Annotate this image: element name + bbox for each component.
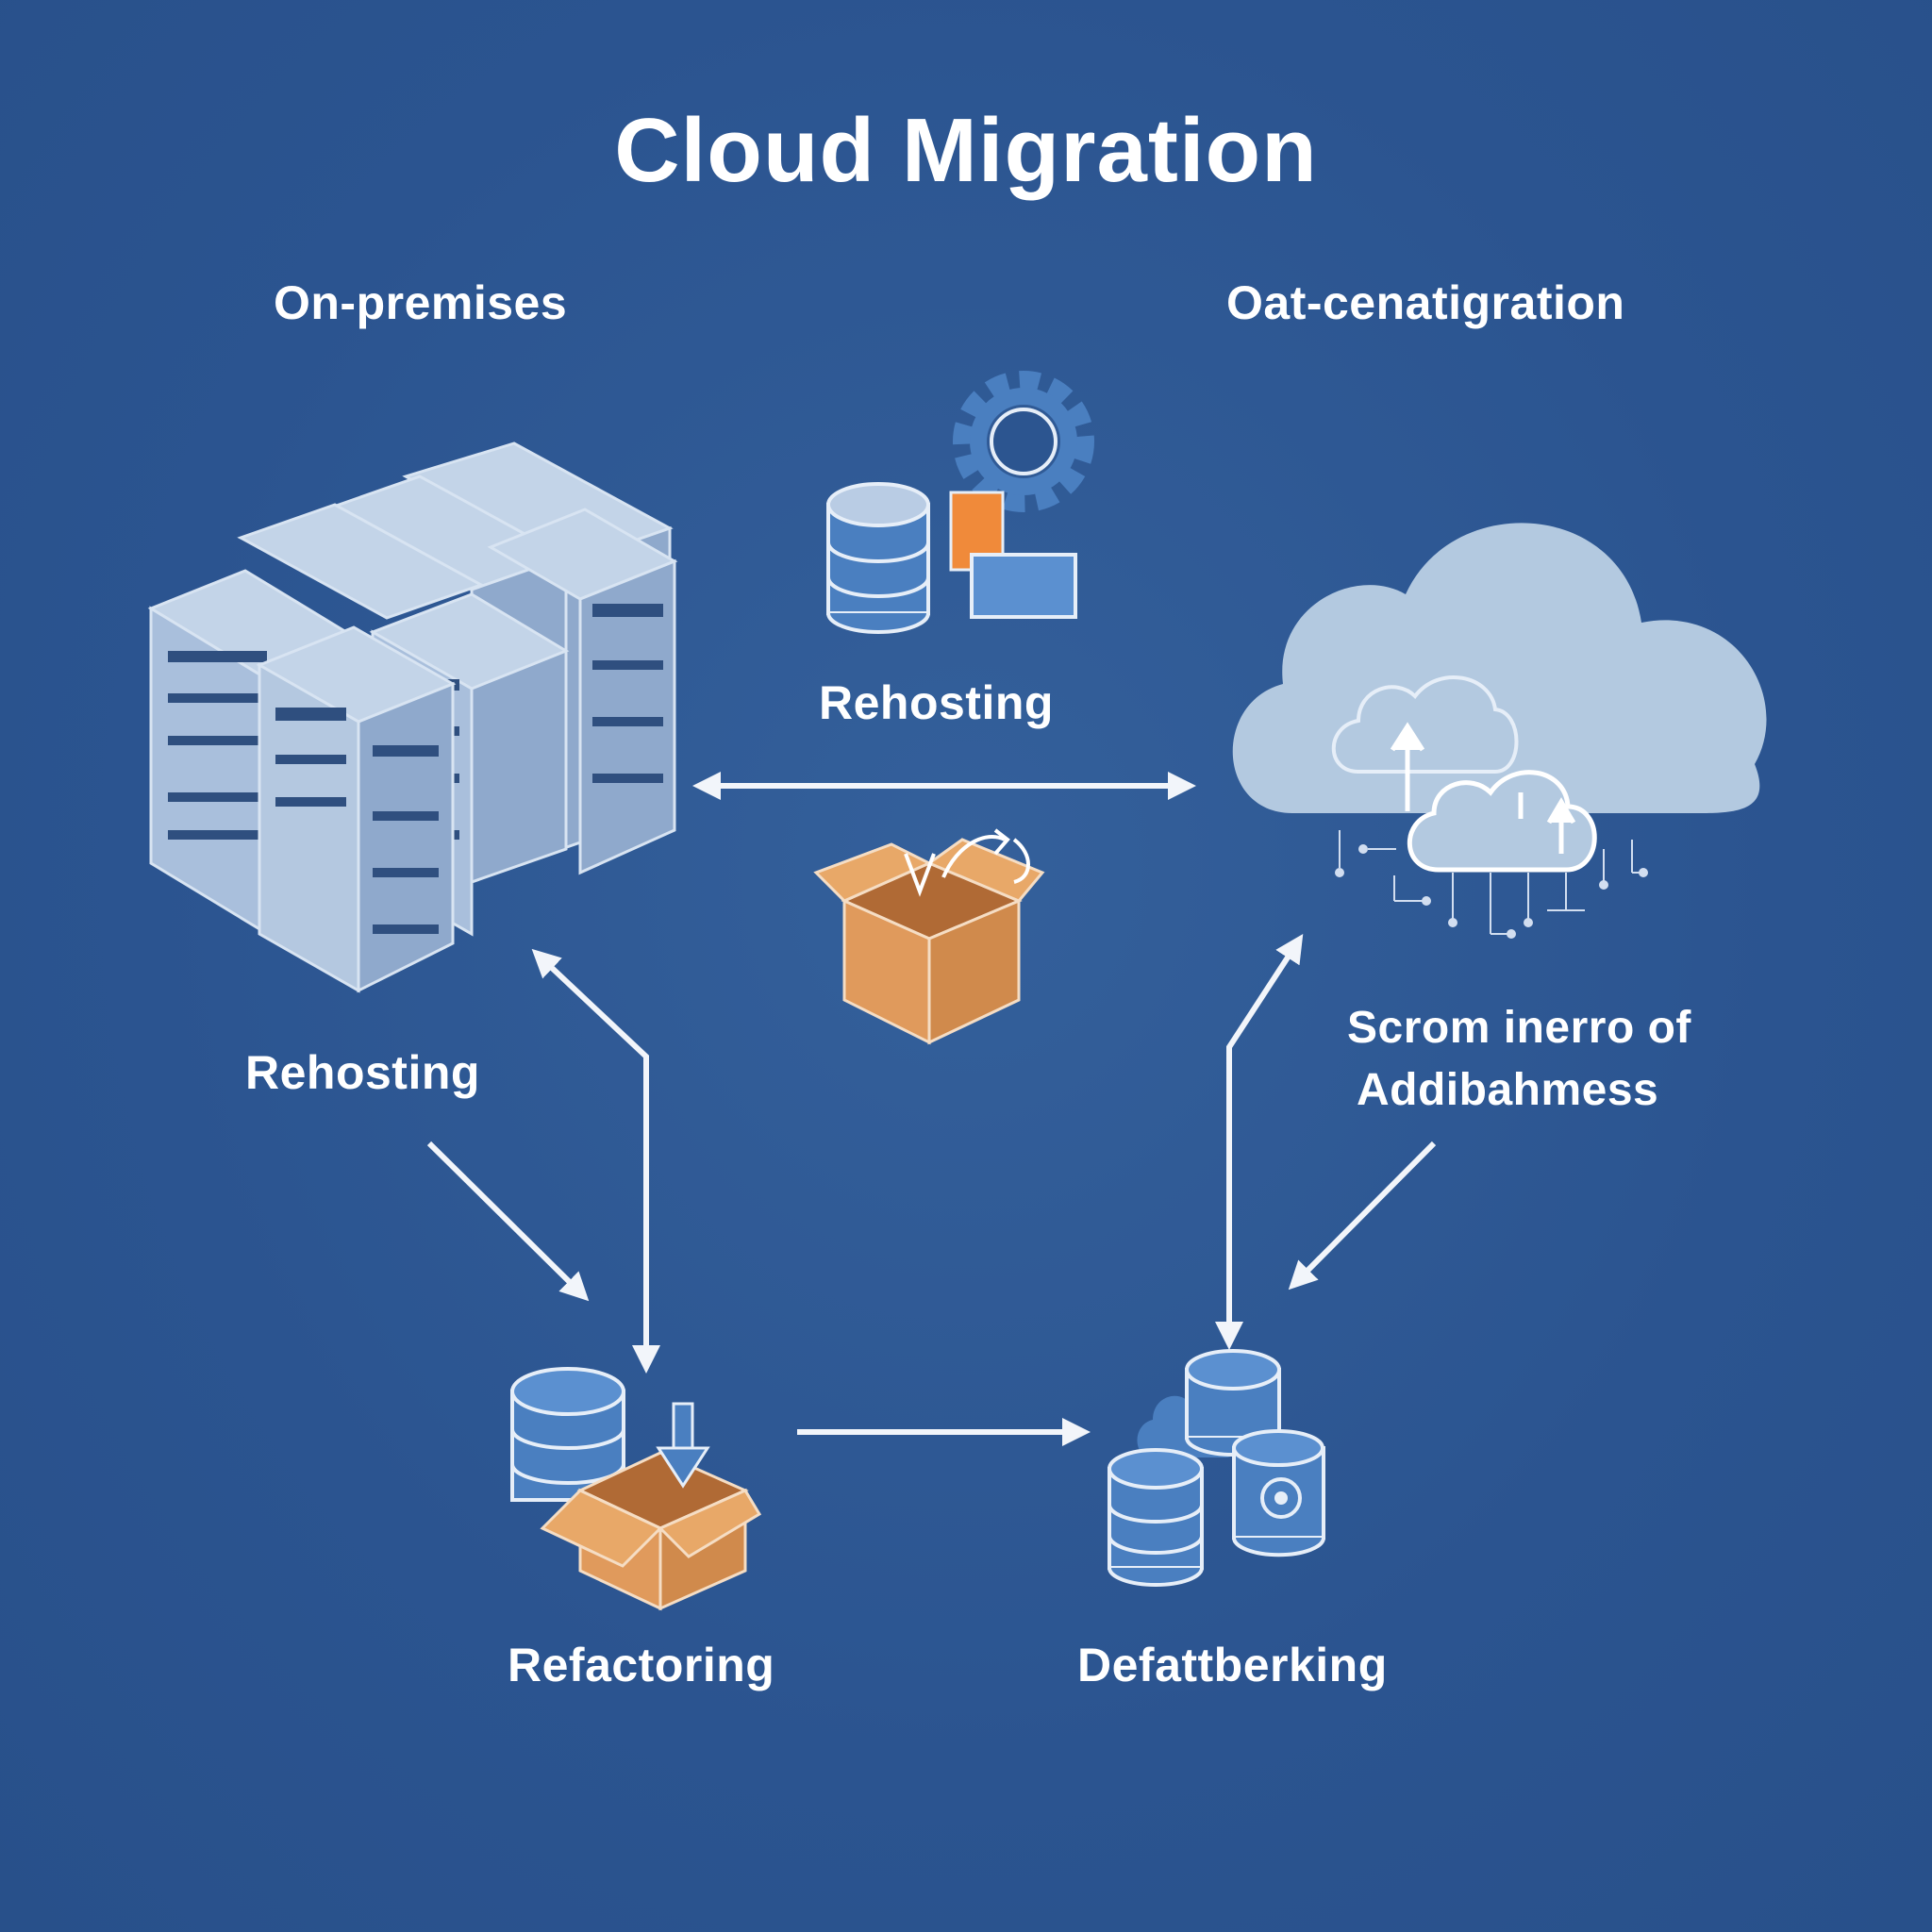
right-label-line-2: Addibahmess: [1357, 1065, 1659, 1115]
top-rehosting-label: Rehosting: [819, 676, 1054, 729]
database-cluster-icon: [1108, 1349, 1325, 1587]
database-box-icon: [510, 1367, 762, 1611]
left-rehosting-label: Rehosting: [245, 1046, 480, 1099]
right-label-line-1: Scrom inerro of: [1347, 1003, 1691, 1053]
arrow-rehosting-down: [426, 1141, 590, 1302]
refactoring-label: Refactoring: [508, 1639, 775, 1691]
on-premises-label: On-premises: [274, 276, 568, 329]
database-icon: [510, 1367, 625, 1502]
database-icon: [826, 482, 930, 634]
bottom-right-label: Defattberking: [1077, 1639, 1388, 1691]
arrows: [426, 772, 1437, 1446]
server-rack-front-middle: [256, 625, 457, 993]
database-gear-icon: [1232, 1429, 1325, 1557]
front-cloud-outline-icon: [1407, 770, 1597, 873]
circuit-lines: [1335, 830, 1648, 939]
database-gear-window-icon: [826, 371, 1094, 634]
page-title: Cloud Migration: [614, 100, 1318, 201]
server-racks-icon: [147, 441, 678, 993]
cloud-network-icon: [1232, 523, 1767, 939]
down-arrow-icon: [656, 1402, 710, 1489]
server-rack-back-left: [237, 503, 485, 620]
arrow-servers-refactoring: [531, 948, 660, 1374]
cloud-side-label: Oat-cenatigration: [1226, 276, 1625, 329]
box-icon: [540, 1451, 762, 1611]
gear-icon: [953, 371, 1094, 512]
server-rack-far-right: [487, 508, 678, 875]
small-cloud-outline-icon: [1331, 675, 1519, 774]
database-icon: [1108, 1448, 1204, 1587]
browser-window-icon: [970, 553, 1077, 619]
database-icon: [1185, 1349, 1281, 1457]
box-migration-icon: [813, 828, 1045, 1045]
arrow-cloud-bottom-right: [1215, 933, 1304, 1350]
arrow-right-label-down: [1288, 1141, 1437, 1291]
